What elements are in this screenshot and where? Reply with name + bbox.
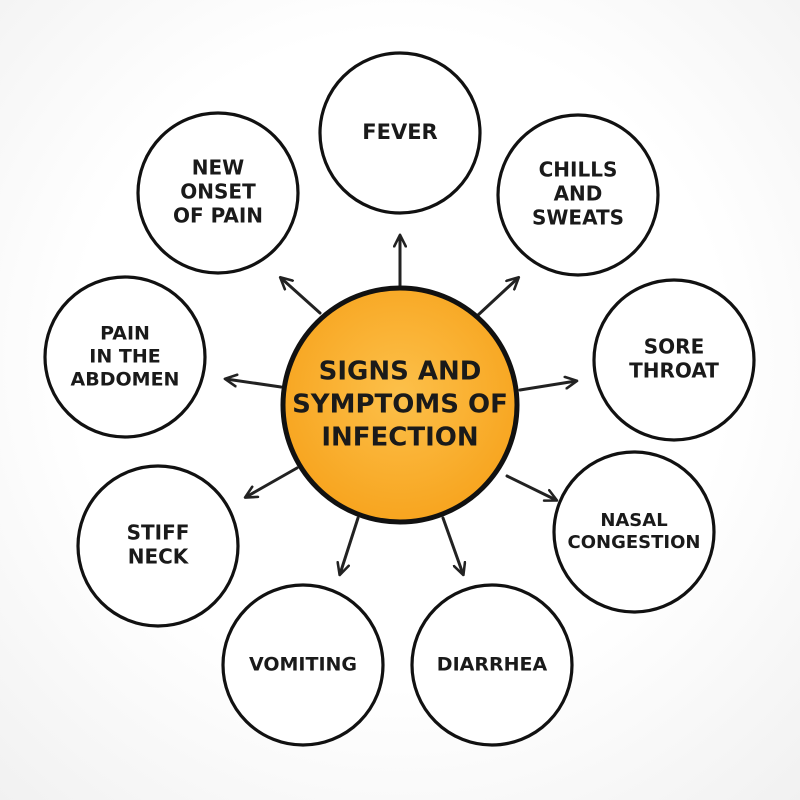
node-label-line: NECK xyxy=(128,545,190,569)
node-circle xyxy=(43,275,207,439)
center-circle xyxy=(280,285,520,525)
node-label-line: SORE xyxy=(644,335,704,359)
node-label-line: IN THE xyxy=(89,346,160,368)
arrow-to-pain-in-the-abdomen xyxy=(226,379,283,389)
node-label-line: NASAL xyxy=(600,510,667,531)
connector-arrows xyxy=(226,236,576,574)
node-label-line: CONGESTION xyxy=(568,532,701,553)
node-circle xyxy=(76,464,240,628)
arrow-to-nasal-congestion xyxy=(505,474,556,500)
node-circle xyxy=(592,278,756,442)
center-title-line: SIGNS AND xyxy=(319,357,482,387)
node-label-line: OF PAIN xyxy=(173,204,263,228)
node-label-line: NEW xyxy=(192,156,244,180)
arrow-to-vomiting xyxy=(340,516,360,574)
node-circle xyxy=(552,450,716,614)
node-label-line: CHILLS xyxy=(539,158,618,182)
node-label-line: AND xyxy=(554,182,603,206)
node-label-line: DIARRHEA xyxy=(437,654,548,676)
node-diarrhea: DIARRHEA xyxy=(410,583,574,747)
node-label-line: ABDOMEN xyxy=(71,368,180,390)
node-label-line: SWEATS xyxy=(532,206,624,230)
node-label-line: FEVER xyxy=(362,120,437,144)
node-circle xyxy=(410,583,574,747)
node-circle xyxy=(496,113,660,277)
arrow-to-sore-throat xyxy=(518,381,576,392)
node-label-line: PAIN xyxy=(100,323,150,345)
arrow-to-stiff-neck xyxy=(246,466,299,497)
node-vomiting: VOMITING xyxy=(221,583,385,747)
node-circle xyxy=(318,51,482,215)
node-circle xyxy=(221,583,385,747)
node-label-line: STIFF xyxy=(127,521,190,545)
center-title-line: SYMPTOMS OF xyxy=(292,390,508,420)
symptom-nodes: FEVERCHILLSANDSWEATSSORETHROATNASALCONGE… xyxy=(43,51,756,747)
arrow-to-diarrhea xyxy=(441,516,463,574)
center-title-line: INFECTION xyxy=(321,423,478,453)
node-label-line: VOMITING xyxy=(249,654,357,676)
node-fever: FEVER xyxy=(318,51,482,215)
node-label-line: THROAT xyxy=(629,359,719,383)
arrow-to-new-onset-of-pain xyxy=(281,278,322,315)
node-circle xyxy=(136,111,300,275)
arrow-to-chills-and-sweats xyxy=(475,278,518,318)
node-label-line: ONSET xyxy=(180,180,256,204)
